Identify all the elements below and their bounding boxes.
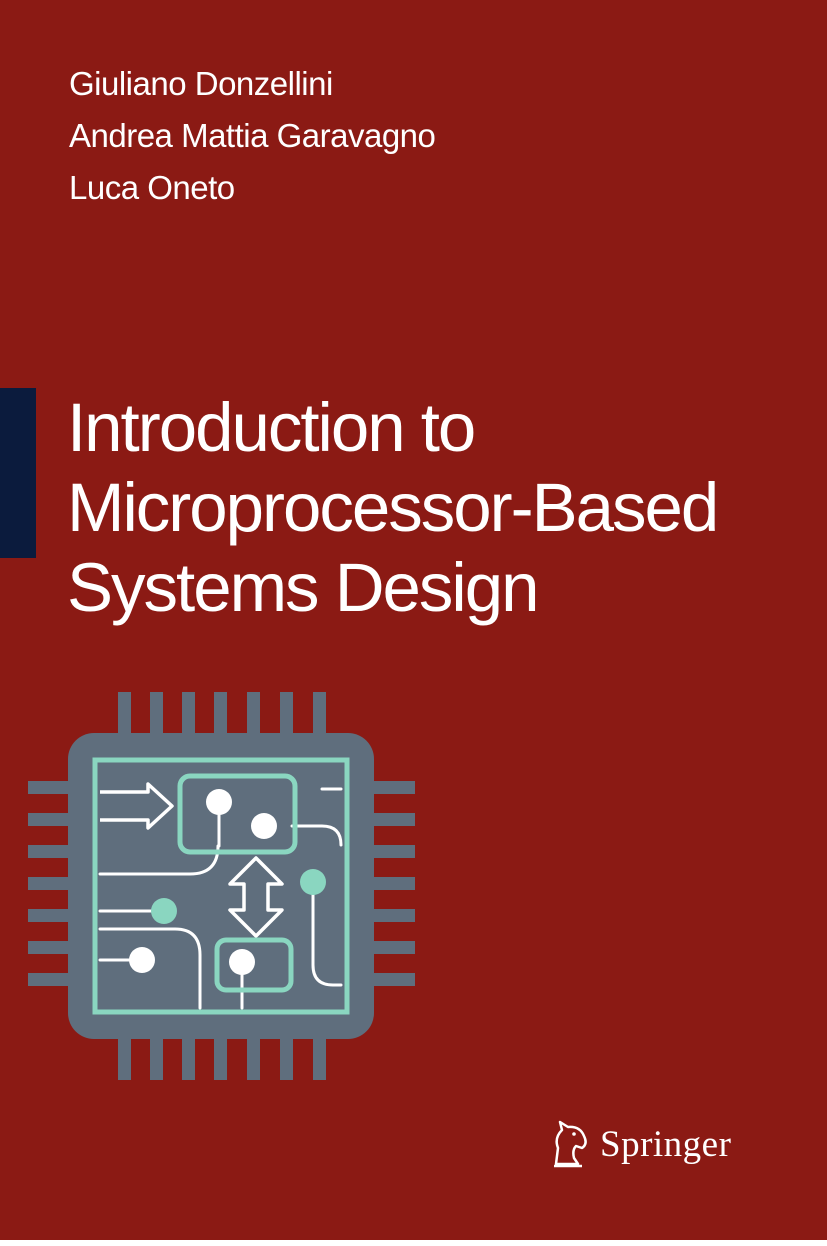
circuit-block-lower bbox=[214, 937, 294, 993]
chip-die-border bbox=[92, 757, 350, 1015]
publisher-name: Springer bbox=[600, 1123, 732, 1165]
title-side-bar bbox=[0, 388, 36, 558]
author-name: Giuliano Donzellini bbox=[69, 65, 333, 102]
chip-body bbox=[68, 733, 374, 1039]
chip-pins-bottom bbox=[118, 1030, 326, 1080]
circuit-traces bbox=[98, 787, 343, 1010]
author-name: Andrea Mattia Garavagno bbox=[69, 117, 436, 154]
arrow-right-icon bbox=[100, 782, 174, 830]
chip-pins-right bbox=[365, 781, 415, 986]
circuit-block-upper bbox=[177, 773, 298, 855]
double-arrow-icon bbox=[228, 856, 284, 938]
publisher-logo: Springer bbox=[548, 1118, 731, 1170]
springer-horse-icon bbox=[554, 1120, 587, 1168]
page-bottom-margin bbox=[0, 1240, 827, 1246]
book-title: Introduction to Microprocessor-Based Sys… bbox=[67, 388, 719, 628]
title-line: Introduction to bbox=[67, 389, 476, 466]
title-line: Systems Design bbox=[67, 549, 540, 626]
chip-pins-top bbox=[118, 692, 326, 742]
author-list: Giuliano Donzellini Andrea Mattia Garava… bbox=[69, 58, 436, 214]
title-line: Microprocessor-Based bbox=[67, 469, 719, 546]
chip-pins-left bbox=[28, 781, 78, 986]
author-name: Luca Oneto bbox=[69, 169, 235, 206]
circuit-nodes bbox=[129, 789, 326, 975]
